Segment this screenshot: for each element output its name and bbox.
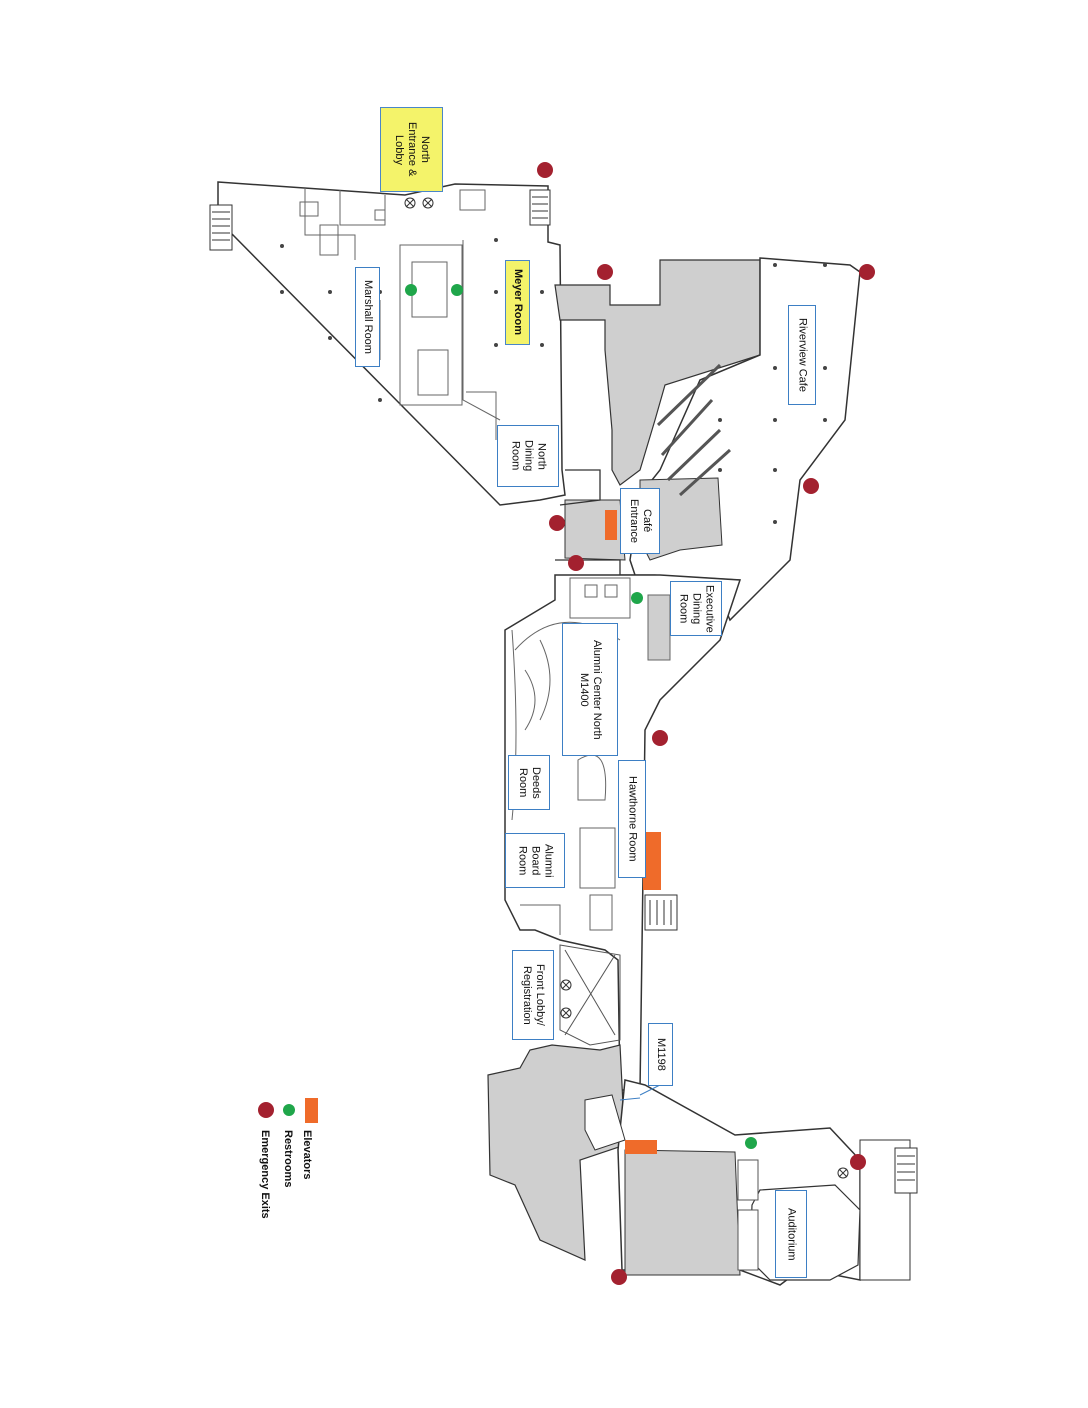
- riverview-cafe-label: Riverview Cafe: [788, 305, 816, 405]
- alumni-center-north-label: Alumni Center North M1400: [562, 623, 618, 756]
- hawthorne-room-label: Hawthorne Room: [618, 760, 646, 878]
- executive-dining-room-label: Executive Dining Room: [670, 581, 722, 636]
- front-lobby-area: [559, 944, 621, 1046]
- north-entrance-label: North Entrance & Lobby: [380, 107, 443, 192]
- north-wing-interior: [299, 188, 501, 440]
- column-markers: [280, 238, 827, 524]
- front-lobby-label: Front Lobby/ Registration: [512, 950, 554, 1040]
- meyer-room-label: Meyer Room: [505, 260, 530, 345]
- emergency-exit-marker: [537, 162, 875, 1285]
- alumni-board-room-label: Alumni Board Room: [505, 833, 565, 888]
- legend-emergency-exits: Emergency Exits: [259, 1130, 271, 1219]
- marshall-room-label: Marshall Room: [355, 267, 380, 367]
- door-icon: [404, 197, 849, 1179]
- elevator-marker: [605, 510, 661, 1154]
- south-wing: [487, 1044, 911, 1286]
- restroom-marker: [405, 284, 757, 1149]
- legend-swatches: [258, 1098, 318, 1123]
- north-dining-room-label: North Dining Room: [497, 425, 559, 487]
- deeds-room-label: Deeds Room: [508, 755, 550, 810]
- m1198-label: M1198: [648, 1023, 673, 1086]
- stairs-icon: [644, 894, 918, 1194]
- legend-restrooms: Restrooms: [282, 1130, 294, 1188]
- stairs-icon: [209, 189, 551, 251]
- auditorium-label: Auditorium: [775, 1190, 807, 1278]
- legend-elevators: Elevators: [301, 1130, 313, 1180]
- cafe-entrance-label: Café Entrance: [620, 488, 660, 554]
- label-pointers: [619, 1084, 661, 1101]
